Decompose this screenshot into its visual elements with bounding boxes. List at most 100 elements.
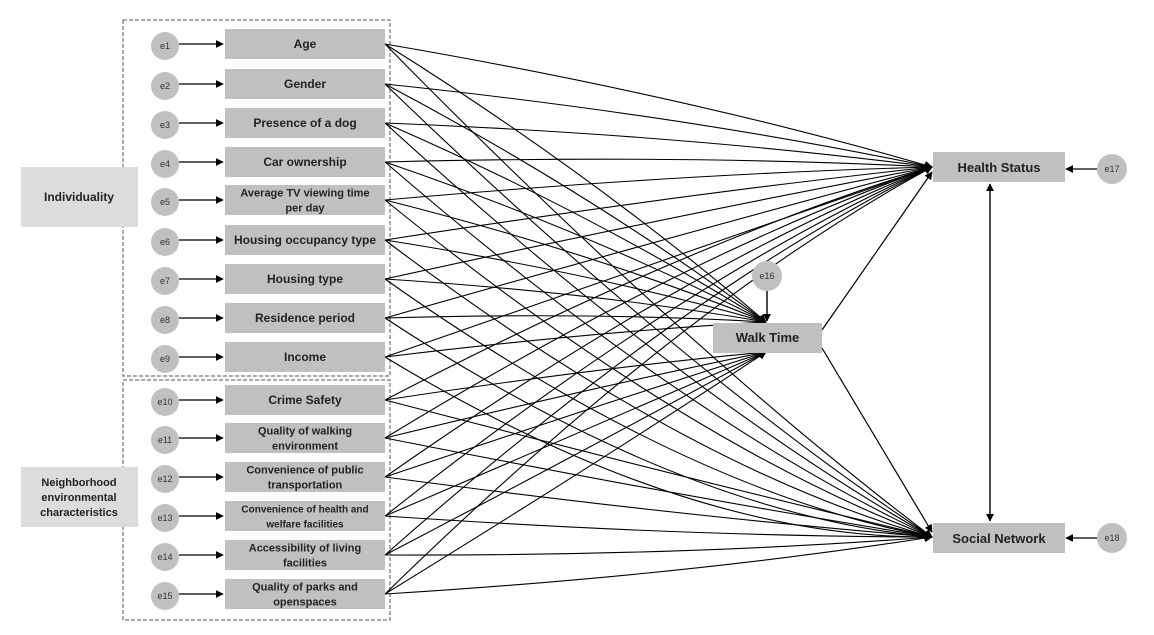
variable-label-line: Average TV viewing time	[240, 188, 369, 200]
variable-box	[225, 69, 385, 99]
path-car-to-walk	[384, 161, 767, 323]
variable-box	[225, 264, 385, 294]
path-transport-to-social	[384, 476, 933, 541]
error-e3: e3	[151, 111, 179, 139]
path-housing-type-to-health	[384, 164, 933, 280]
path-tv-to-social	[384, 199, 933, 539]
variable-label-line: Gender	[284, 77, 326, 91]
variable-label-line: Presence of a dog	[253, 116, 356, 130]
path-occupancy-to-walk	[384, 239, 767, 324]
variable-walking-env: Quality of walking environment e11	[151, 423, 385, 454]
variable-gender: Gender e2	[151, 69, 385, 100]
error-e17-label: e17	[1104, 164, 1119, 174]
variable-label: Crime Safety	[268, 393, 342, 407]
variable-label: Convenience of health and welfare facilit…	[241, 505, 368, 531]
error-label: e9	[160, 354, 170, 364]
path-transport-to-health	[384, 165, 933, 478]
variable-label-line: environment	[272, 441, 338, 453]
variable-box	[225, 423, 385, 453]
path-age-to-walk	[384, 43, 767, 323]
variable-label: Presence of a dog	[253, 116, 356, 130]
walk-time-node: Walk Time	[713, 323, 822, 353]
error-e9: e9	[151, 345, 179, 373]
path-residence-to-walk	[384, 315, 767, 326]
variable-box	[225, 29, 385, 59]
variable-label: Age	[294, 37, 317, 51]
variable-car: Car ownership e4	[151, 147, 385, 178]
error-label: e3	[160, 120, 170, 130]
variable-dog: Presence of a dog e3	[151, 108, 385, 139]
variable-box	[225, 108, 385, 138]
variable-label: Residence period	[255, 311, 355, 325]
variable-label-line: transportation	[268, 480, 343, 492]
error-e8: e8	[151, 306, 179, 334]
path-walking-env-to-social	[384, 437, 933, 540]
variable-box	[225, 385, 385, 415]
path-residence-to-social	[384, 317, 933, 541]
variable-label-line: Quality of walking	[258, 426, 352, 438]
error-label: e15	[157, 591, 172, 601]
error-label: e8	[160, 315, 170, 325]
path-living-fac-to-health	[384, 166, 933, 556]
error-label: e10	[157, 397, 172, 407]
health-status-label: Health Status	[957, 160, 1040, 175]
error-e5: e5	[151, 188, 179, 216]
variable-label-line: Housing type	[267, 272, 343, 286]
error-label: e2	[160, 81, 170, 91]
variable-box	[225, 303, 385, 333]
variable-label: Housing occupancy type	[234, 233, 376, 247]
path-car-to-social	[384, 161, 933, 538]
path-walking-env-to-walk	[384, 349, 767, 439]
error-e16-label: e16	[759, 271, 774, 281]
error-e15: e15	[151, 582, 179, 610]
variable-crime: Crime Safety e10	[151, 385, 385, 416]
path-occupancy-to-health	[384, 163, 933, 241]
error-label: e5	[160, 197, 170, 207]
variable-label: Income	[284, 350, 326, 364]
path-housing-type-to-social	[384, 278, 933, 540]
path-walk-to-social	[821, 347, 933, 533]
error-e4: e4	[151, 150, 179, 178]
path-occupancy-to-social	[384, 239, 933, 539]
variable-label: Gender	[284, 77, 326, 91]
path-crime-to-social	[384, 399, 933, 540]
neighborhood-label-line: Neighborhood	[41, 477, 116, 489]
path-gender-to-walk	[384, 83, 767, 323]
path-age-to-health	[384, 43, 933, 169]
variable-box	[225, 501, 385, 531]
path-living-fac-to-social	[384, 533, 933, 556]
variable-label-line: welfare facilities	[265, 520, 344, 531]
variable-label: Housing type	[267, 272, 343, 286]
path-gender-to-health	[384, 83, 933, 170]
variable-box	[225, 185, 385, 215]
variable-label: Car ownership	[263, 155, 346, 169]
path-walking-env-to-health	[384, 165, 933, 439]
error-e10: e10	[151, 388, 179, 416]
error-e16: e16	[752, 261, 782, 291]
variable-label-line: Age	[294, 37, 317, 51]
path-dog-to-health	[384, 122, 933, 171]
variable-label-line: Quality of parks and	[252, 582, 358, 594]
error-e7: e7	[151, 267, 179, 295]
error-e13: e13	[151, 504, 179, 532]
variable-label-line: Housing occupancy type	[234, 233, 376, 247]
error-label: e1	[160, 41, 170, 51]
walk-time-label: Walk Time	[736, 330, 800, 345]
variable-label-line: openspaces	[273, 597, 337, 609]
error-e11: e11	[151, 426, 179, 454]
variable-box	[225, 147, 385, 177]
social-network-label: Social Network	[952, 531, 1046, 546]
path-living-fac-to-walk	[384, 351, 767, 556]
variable-label-line: Convenience of health and	[241, 505, 368, 516]
variable-box	[225, 540, 385, 570]
path-parks-to-social	[384, 534, 933, 595]
error-e12: e12	[151, 465, 179, 493]
error-e18: e18	[1097, 523, 1127, 553]
